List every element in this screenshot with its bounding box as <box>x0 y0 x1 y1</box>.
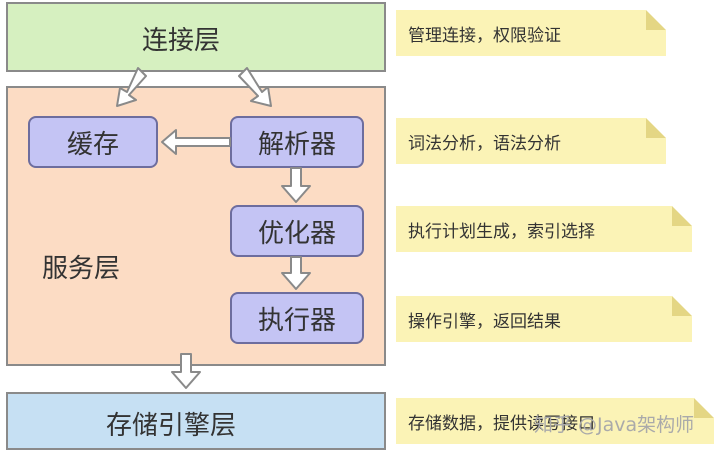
arrow-optimizer-to-executor <box>281 256 311 290</box>
service-layer-label: 服务层 <box>42 254 121 284</box>
optimizer-box: 优化器 <box>230 205 364 257</box>
arrow-connection-to-cache <box>116 67 147 107</box>
storage-engine-layer: 存储引擎层 <box>6 392 386 450</box>
note-storage: 存储数据，提供读写接口 <box>396 398 714 444</box>
connection-layer: 连接层 <box>6 2 386 72</box>
note-parser: 词法分析，语法分析 <box>396 118 666 164</box>
arrow-parser-to-optimizer <box>281 167 311 203</box>
note-optimizer-text: 执行计划生成，索引选择 <box>408 221 595 242</box>
note-optimizer: 执行计划生成，索引选择 <box>396 206 692 252</box>
connection-layer-label: 连接层 <box>142 26 221 56</box>
note-executor-text: 操作引擎，返回结果 <box>408 311 561 332</box>
arrow-service-to-storage <box>171 353 201 389</box>
cache-box: 缓存 <box>28 116 158 168</box>
note-parser-text: 词法分析，语法分析 <box>408 133 561 154</box>
note-storage-text: 存储数据，提供读写接口 <box>408 413 595 434</box>
arrow-parser-to-cache <box>161 129 231 155</box>
note-connection-text: 管理连接，权限验证 <box>408 25 561 46</box>
parser-box: 解析器 <box>230 116 364 168</box>
storage-engine-layer-label: 存储引擎层 <box>106 411 237 441</box>
executor-box: 执行器 <box>230 292 364 344</box>
watermark: 知乎 @Java架构师 <box>534 414 695 436</box>
arrow-connection-to-parser <box>238 67 272 107</box>
note-executor: 操作引擎，返回结果 <box>396 296 692 342</box>
note-connection: 管理连接，权限验证 <box>396 10 666 56</box>
